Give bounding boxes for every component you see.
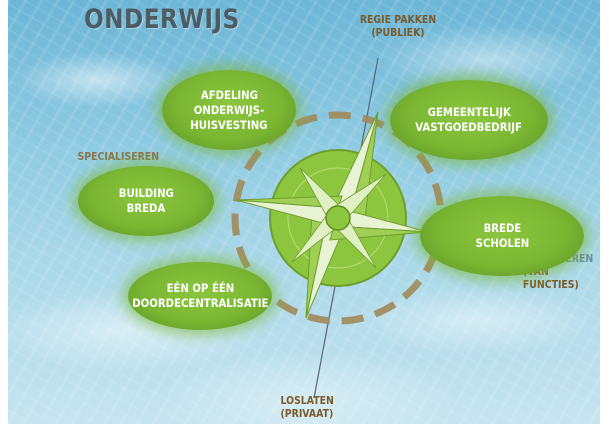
axis-label-left-line1: SPECIALISEREN (77, 150, 160, 163)
bubble-line: EÉN OP ÉÉN (166, 281, 234, 295)
axis-label-top: REGIE PAKKEN (PUBLIEK) (356, 13, 441, 39)
bubble-line: AFDELING (200, 87, 258, 102)
bubble-line: BUILDING (118, 186, 174, 200)
bubble-line: HUISVESTING (190, 117, 268, 132)
bubble-line: VASTGOEDBEDRIJF (415, 120, 523, 134)
slide-background: ONDERWIJS REGIE PAKKEN (PUBLIEK) (8, 0, 600, 424)
bubble-line: BREDA (126, 201, 166, 215)
bubble-building-breda: BUILDING BREDA (78, 166, 214, 236)
axis-label-top-line1: REGIE PAKKEN (359, 13, 437, 26)
bubble-line: ONDERWIJS- (193, 102, 265, 117)
axis-label-top-line2: (PUBLIEK) (371, 26, 425, 39)
bubble-een-op-een-doordecentralisatie: EÉN OP ÉÉN DOORDECENTRALISATIE (128, 262, 272, 330)
compass-inner-ring (287, 167, 389, 269)
page-title: ONDERWIJS (84, 4, 240, 35)
bubble-line: DOORDECENTRALISATIE (131, 296, 269, 310)
compass-rose (231, 57, 445, 399)
axis-label-bottom-line1: LOSLATEN (280, 394, 334, 407)
axis-label-bottom-line2: (PRIVAAT) (280, 407, 334, 420)
bubble-line: BREDE (483, 221, 521, 235)
axis-label-left: SPECIALISEREN (78, 150, 163, 163)
bubble-afdeling-onderwijshuisvesting: AFDELING ONDERWIJS- HUISVESTING (162, 70, 296, 150)
bubble-line: SCHOLEN (475, 236, 529, 250)
bubble-gemeentelijk-vastgoedbedrijf: GEMEENTELIJK VASTGOEDBEDRIJF (390, 80, 548, 160)
axis-label-bottom: LOSLATEN (PRIVAAT) (280, 394, 334, 420)
compass-star (235, 111, 429, 319)
bubble-brede-scholen: BREDE SCHOLEN (420, 196, 584, 276)
bubble-line: GEMEENTELIJK (427, 105, 511, 119)
compass-center (325, 205, 351, 231)
